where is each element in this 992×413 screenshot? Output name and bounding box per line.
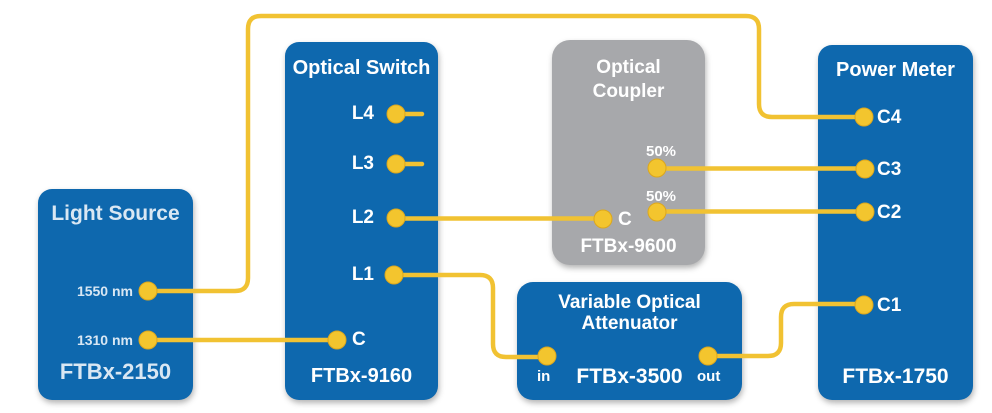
port-label-c1: C1 xyxy=(877,295,902,316)
port-label-coupler-c: C xyxy=(618,209,632,230)
power-meter-box: Power Meter C4 C3 C2 C1 FTBx-1750 xyxy=(818,45,973,400)
port-label-l4: L4 xyxy=(351,103,374,124)
port-label-l1: L1 xyxy=(351,264,374,285)
port-label-out: out xyxy=(697,368,721,385)
optical-coupler-model: FTBx-9600 xyxy=(580,236,677,257)
port-label-c2: C2 xyxy=(877,202,902,223)
port-label-c3: C3 xyxy=(877,159,902,180)
cable-1550nm-to-c4 xyxy=(145,13,867,294)
coupler-split-top-label: 50% xyxy=(645,143,677,160)
port-label-c4: C4 xyxy=(877,107,902,128)
port-label-in: in xyxy=(537,368,551,385)
optical-switch-model: FTBx-9160 xyxy=(310,365,413,387)
attenuator-title: Variable Optical Attenuator xyxy=(558,292,701,334)
port-label-l3: L3 xyxy=(351,153,374,174)
attenuator-box: Variable Optical Attenuator in FTBx-3500… xyxy=(517,282,742,400)
light-source-model: FTBx-2150 xyxy=(59,359,172,384)
optical-switch-box: Optical Switch L4 L3 L2 L1 C FTBx-9160 xyxy=(285,42,438,400)
power-meter-title: Power Meter xyxy=(836,59,955,81)
light-source-box: Light Source 1550 nm 1310 nm FTBx-2150 xyxy=(38,189,193,400)
port-label-1310nm: 1310 nm xyxy=(76,332,133,348)
port-label-switch-c: C xyxy=(352,329,366,350)
power-meter-model: FTBx-1750 xyxy=(842,365,949,388)
optical-coupler-box: Optical Coupler 50% 50% C FTBx-9600 xyxy=(552,40,705,265)
coupler-split-bottom-label: 50% xyxy=(645,188,677,205)
port-label-l2: L2 xyxy=(351,207,374,228)
optical-coupler-title: Optical Coupler xyxy=(592,57,665,102)
light-source-title: Light Source xyxy=(51,202,180,225)
optical-switch-title: Optical Switch xyxy=(292,57,431,79)
attenuator-model: FTBx-3500 xyxy=(576,365,683,388)
port-label-1550nm: 1550 nm xyxy=(76,283,133,299)
